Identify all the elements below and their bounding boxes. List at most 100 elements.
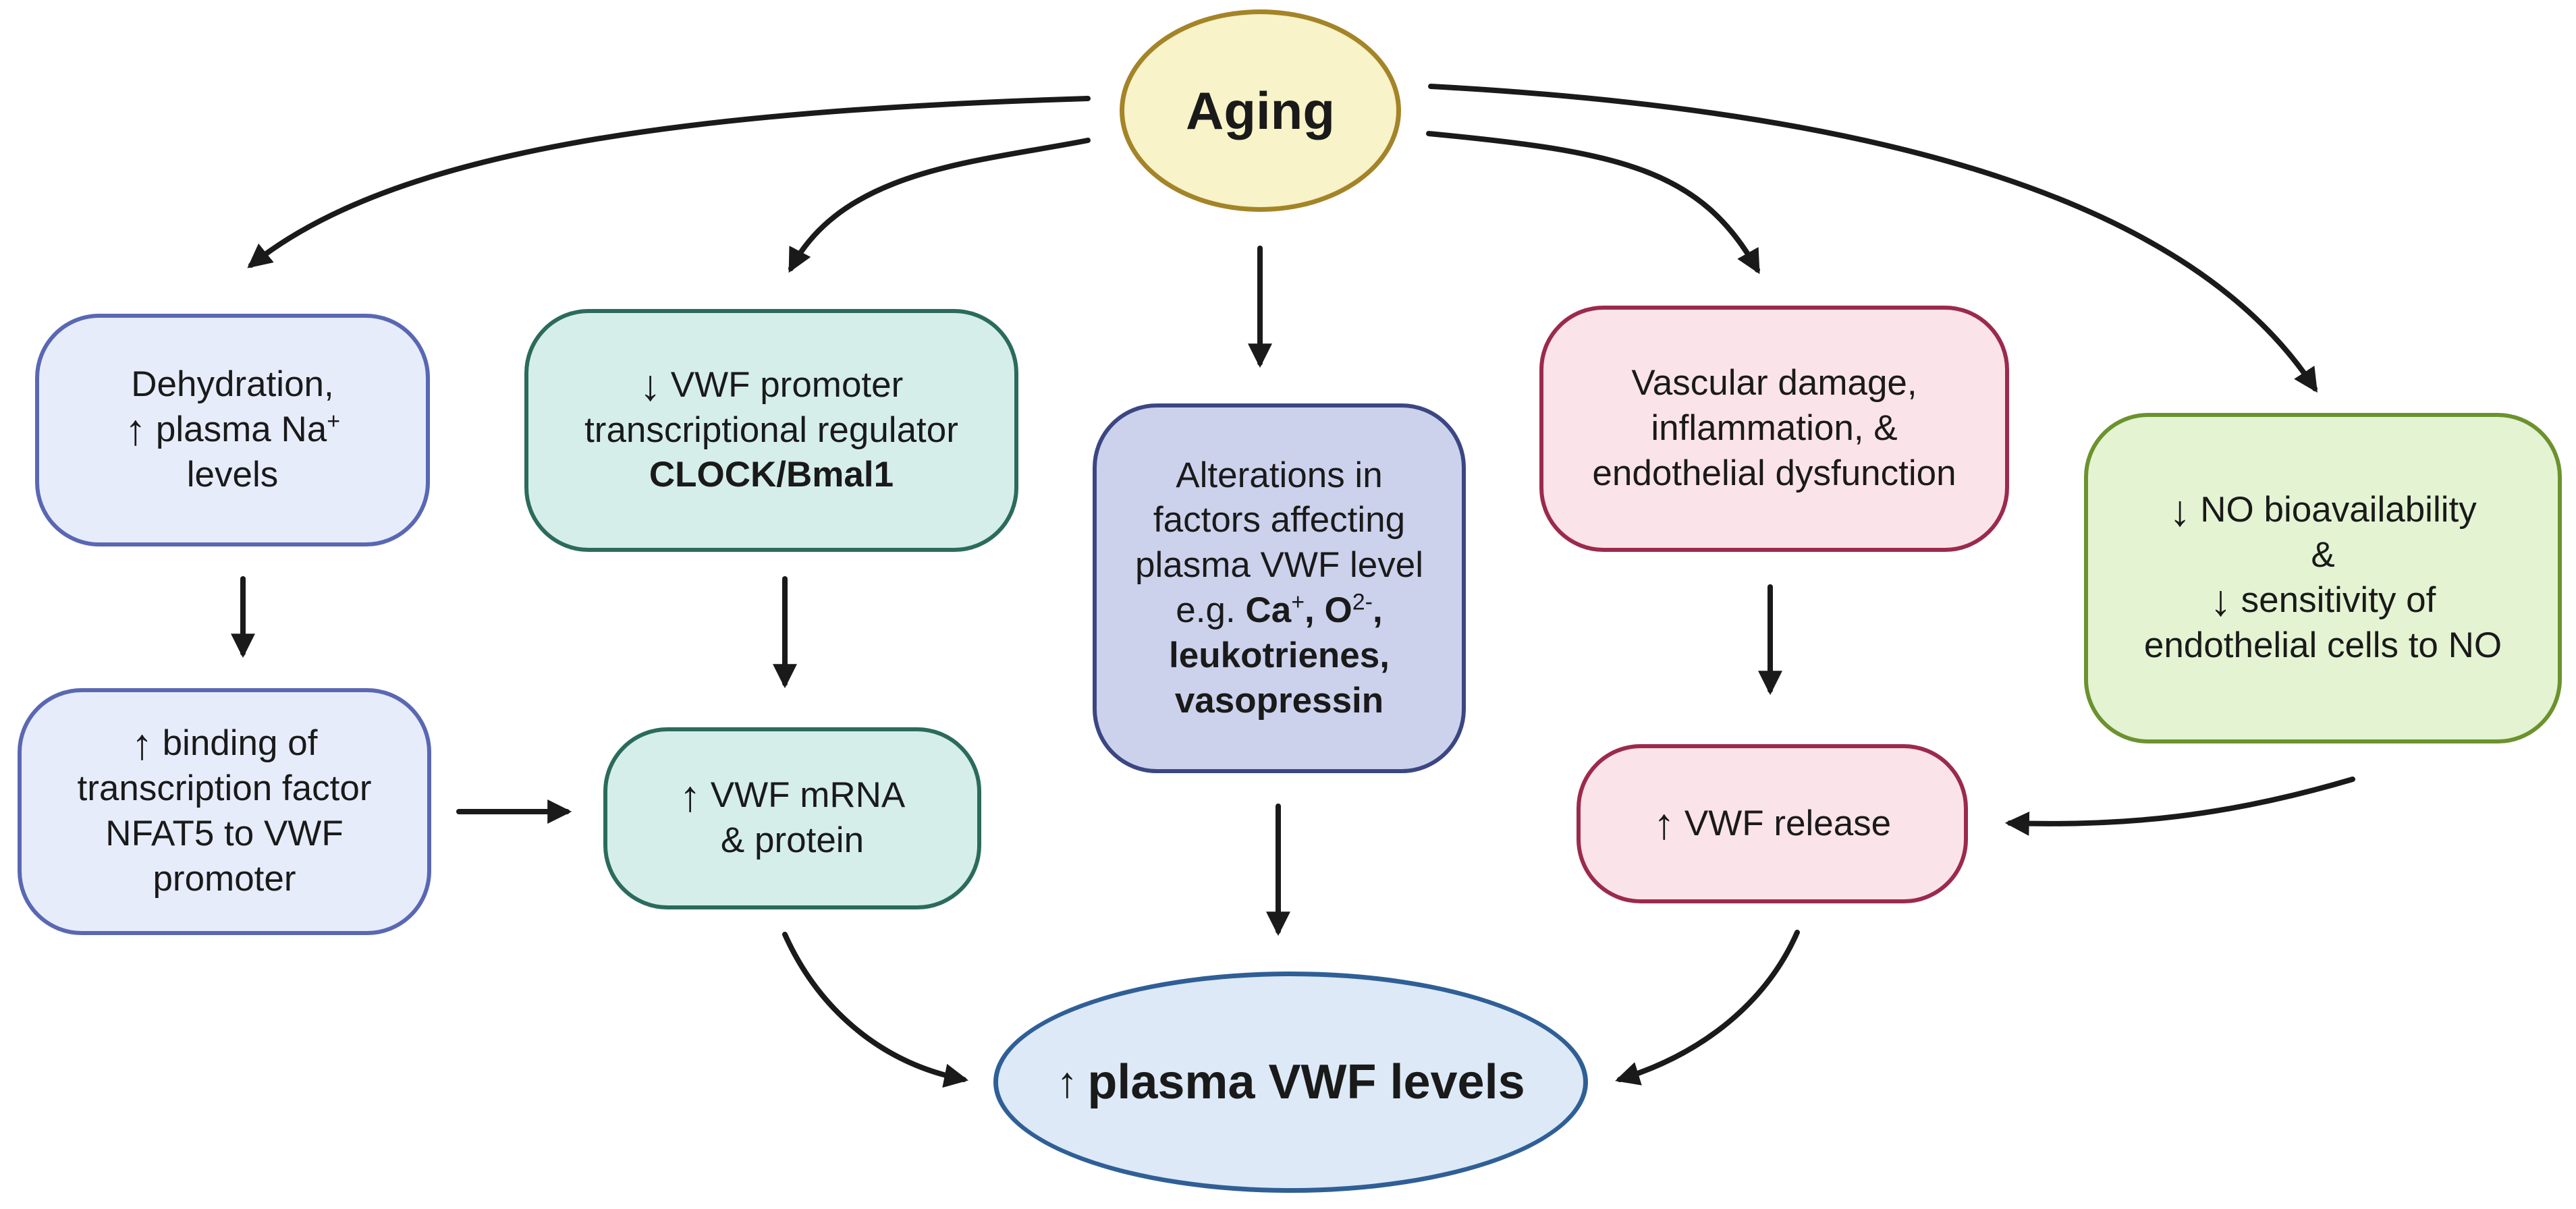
alterations-line-2-text: factors affecting — [1153, 498, 1405, 543]
text-run: , — [1305, 590, 1325, 630]
alterations-line-4: e.g. Ca+, O2-, — [1176, 588, 1382, 634]
plasma-line-1-text: plasma VWF levels — [1087, 1052, 1525, 1113]
text-run: Ca — [1245, 590, 1292, 630]
vwf-release-node: ↑VWF release — [1577, 744, 1968, 903]
dehydration-line-2-text: plasma Na+ — [156, 407, 340, 453]
text-run: e.g. — [1176, 590, 1246, 630]
text-run: transcriptional regulator — [584, 410, 958, 450]
text-run: & — [2311, 535, 2335, 575]
plasma-line-1: ↑plasma VWF levels — [1056, 1052, 1525, 1113]
up-arrow-icon: ↑ — [1056, 1058, 1078, 1106]
nfat5-line-2: transcription factor — [78, 766, 372, 812]
no_bioavailability-line-2-text: & — [2311, 533, 2334, 578]
dehydration-line-3: levels — [187, 453, 279, 498]
nfat5-line-3: NFAT5 to VWF — [105, 812, 343, 857]
aging-line-1-text: Aging — [1186, 78, 1335, 144]
up-arrow-icon: ↑ — [679, 771, 701, 820]
vwf-mrna-node: ↑VWF mRNA& protein — [603, 727, 981, 909]
vascular-line-1-text: Vascular damage, — [1631, 361, 1917, 406]
clock-line-1-text: VWF promoter — [671, 363, 904, 408]
clock-line-3-text: CLOCK/Bmal1 — [649, 453, 894, 498]
nfat5-line-4-text: promoter — [153, 857, 296, 902]
no_bioavailability-line-4-text: endothelial cells to NO — [2144, 623, 2502, 669]
dehydration-line-2: ↑plasma Na+ — [125, 407, 340, 453]
text-run: inflammation, & — [1651, 408, 1898, 449]
text-run: plasma VWF levels — [1087, 1055, 1525, 1109]
text-run: VWF mRNA — [710, 775, 906, 816]
text-run: VWF promoter — [670, 364, 904, 405]
arrow-no-to-release — [2004, 777, 2355, 836]
dehydration-node: Dehydration,↑plasma Na+levels — [35, 314, 430, 546]
aging-line-1: Aging — [1186, 78, 1335, 144]
arrow-mrna-to-plasma — [782, 932, 969, 1088]
text-run: , — [1372, 590, 1383, 630]
text-run: Vascular damage, — [1631, 363, 1917, 403]
vascular-line-3-text: endothelial dysfunction — [1592, 451, 1956, 497]
vascular-line-3: endothelial dysfunction — [1592, 451, 1956, 497]
text-run: CLOCK/Bmal1 — [649, 455, 894, 495]
superscript: + — [327, 408, 341, 434]
mrna-line-2-text: & protein — [721, 818, 864, 864]
down-arrow-icon: ↓ — [2169, 486, 2191, 535]
nfat5-line-3-text: NFAT5 to VWF — [105, 812, 343, 857]
text-run: factors affecting — [1153, 500, 1406, 540]
text-run: levels — [186, 454, 279, 495]
mrna-line-1: ↑VWF mRNA — [680, 773, 906, 818]
mrna-line-1-text: VWF mRNA — [711, 773, 906, 818]
arrow-release-to-plasma — [1615, 930, 1800, 1086]
alterations-line-3: plasma VWF level — [1135, 543, 1423, 588]
text-run: endothelial cells to NO — [2143, 625, 2502, 665]
alterations-line-5-text: leukotrienes, — [1169, 634, 1390, 679]
superscript: + — [1291, 589, 1305, 615]
text-run: NO bioavailability — [2200, 490, 2477, 530]
vascular-line-2: inflammation, & — [1651, 406, 1897, 451]
arrow-aging-to-dehydration — [247, 96, 1091, 269]
arrow-aging-to-no — [1428, 84, 2318, 393]
plasma-vwf-node: ↑plasma VWF levels — [993, 972, 1588, 1193]
release-line-1: ↑VWF release — [1653, 802, 1891, 847]
text-run: & protein — [720, 820, 865, 860]
nfat5-line-2-text: transcription factor — [78, 766, 372, 812]
clock-line-1: ↓VWF promoter — [640, 363, 904, 408]
clock-line-2: transcriptional regulator — [584, 408, 958, 453]
text-run: Aging — [1186, 80, 1335, 140]
no_bioavailability-line-4: endothelial cells to NO — [2144, 623, 2502, 669]
down-arrow-icon: ↓ — [2210, 576, 2232, 625]
text-run: Dehydration, — [131, 364, 334, 405]
arrow-aging-to-clock — [788, 138, 1091, 273]
up-arrow-icon: ↑ — [1653, 799, 1675, 848]
alterations-line-2: factors affecting — [1153, 498, 1405, 543]
aging-node: Aging — [1120, 9, 1401, 212]
mrna-line-2: & protein — [721, 818, 864, 864]
text-run: plasma Na — [155, 410, 327, 450]
alterations-line-1-text: Alterations in — [1176, 453, 1382, 499]
clock-line-2-text: transcriptional regulator — [584, 408, 958, 453]
dehydration-line-1: Dehydration, — [131, 362, 334, 407]
alterations-line-6-text: vasopressin — [1175, 679, 1383, 724]
vascular-line-2-text: inflammation, & — [1651, 406, 1897, 451]
no_bioavailability-line-3-text: sensitivity of — [2241, 578, 2436, 623]
release-line-1-text: VWF release — [1684, 802, 1891, 847]
text-run: plasma VWF level — [1134, 545, 1424, 586]
no_bioavailability-line-2: & — [2311, 533, 2334, 578]
down-arrow-icon: ↓ — [639, 361, 661, 410]
text-run: VWF release — [1684, 803, 1892, 843]
no_bioavailability-line-1-text: NO bioavailability — [2200, 488, 2476, 533]
no_bioavailability-line-3: ↓sensitivity of — [2210, 578, 2436, 623]
clock-line-3: CLOCK/Bmal1 — [649, 453, 894, 498]
dehydration-line-1-text: Dehydration, — [131, 362, 334, 407]
alterations-line-3-text: plasma VWF level — [1135, 543, 1423, 588]
vascular-damage-node: Vascular damage, inflammation, &endotheli… — [1539, 306, 2009, 552]
alterations-line-4-text: e.g. Ca+, O2-, — [1176, 588, 1382, 634]
alterations-line-6: vasopressin — [1175, 679, 1383, 724]
no_bioavailability-line-1: ↓NO bioavailability — [2169, 488, 2476, 533]
text-run: promoter — [153, 858, 296, 899]
text-run: NFAT5 to VWF — [105, 814, 344, 853]
text-run: transcription factor — [77, 768, 372, 809]
text-run: endothelial dysfunction — [1592, 453, 1956, 493]
